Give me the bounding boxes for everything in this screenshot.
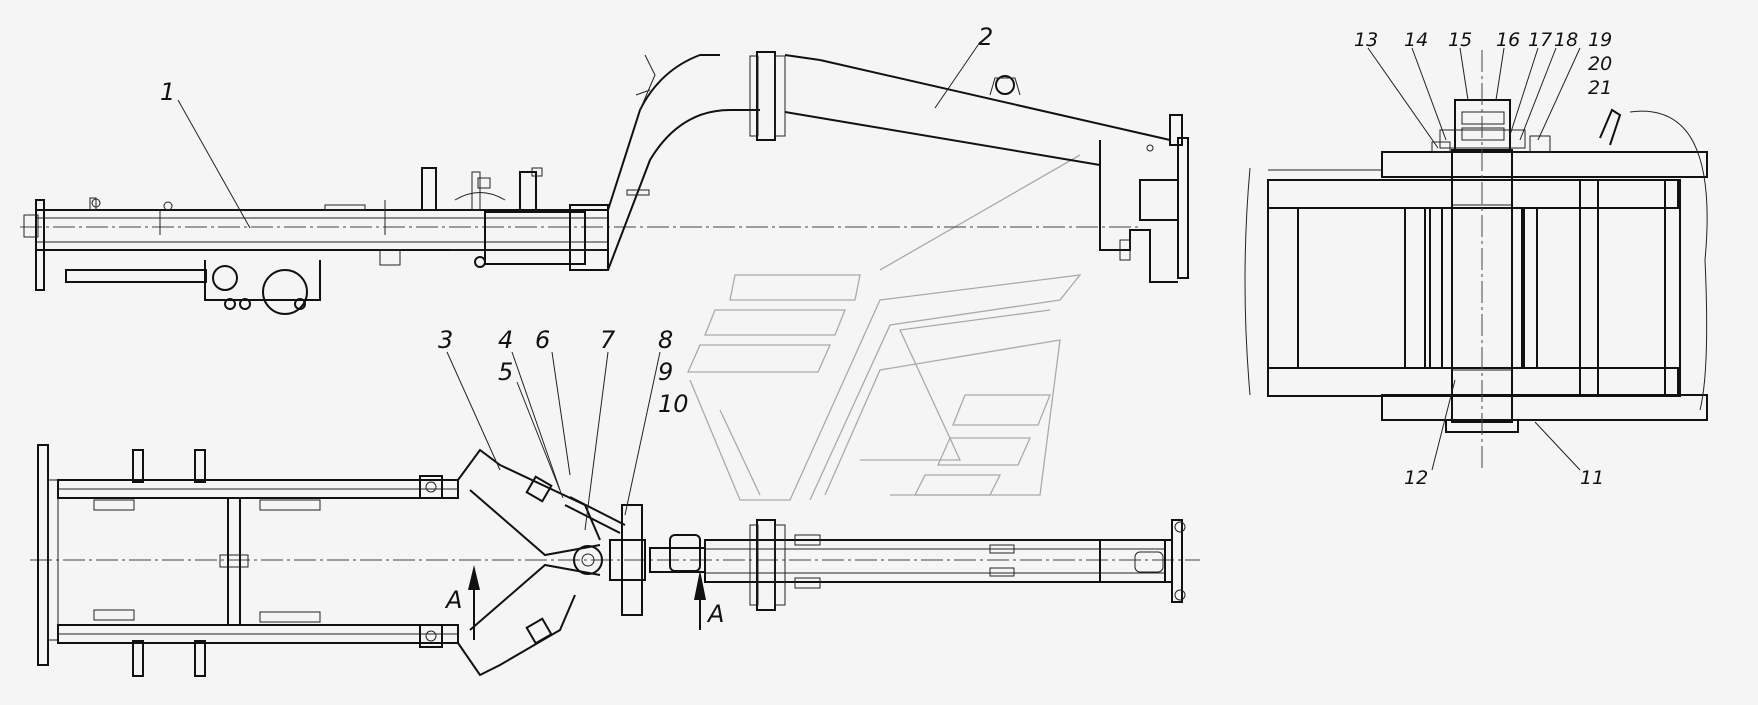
callout-13: 13 [1354, 29, 1378, 51]
callout-20: 20 [1588, 53, 1612, 75]
top-side-view [20, 51, 1189, 315]
watermark-logo [686, 154, 1082, 501]
callout-14: 14 [1404, 29, 1428, 51]
callout-9: 9 [658, 358, 673, 386]
callout-7: 7 [600, 326, 616, 354]
callout-3: 3 [438, 326, 453, 354]
callout-labels: 1 2 3 4 5 6 7 8 9 10 11 12 13 14 15 16 1… [160, 23, 1612, 628]
callout-21: 21 [1588, 77, 1612, 99]
section-view [1244, 50, 1708, 470]
callout-12: 12 [1404, 467, 1428, 489]
callout-11: 11 [1580, 467, 1604, 489]
callout-15: 15 [1448, 29, 1472, 51]
callout-6: 6 [535, 326, 550, 354]
callout-2: 2 [978, 23, 993, 51]
callout-19: 19 [1588, 29, 1612, 51]
section-mark-a-left: A [444, 586, 462, 614]
callout-17: 17 [1528, 29, 1552, 51]
callout-4: 4 [498, 326, 513, 354]
callout-18: 18 [1554, 29, 1578, 51]
callout-8: 8 [658, 326, 673, 354]
callout-16: 16 [1496, 29, 1520, 51]
callout-10: 10 [658, 390, 689, 418]
leader-lines [177, 44, 1581, 531]
callout-1: 1 [160, 78, 175, 106]
callout-5: 5 [498, 358, 513, 386]
section-mark-a-right: A [706, 600, 724, 628]
bottom-plan-view [30, 444, 1200, 677]
